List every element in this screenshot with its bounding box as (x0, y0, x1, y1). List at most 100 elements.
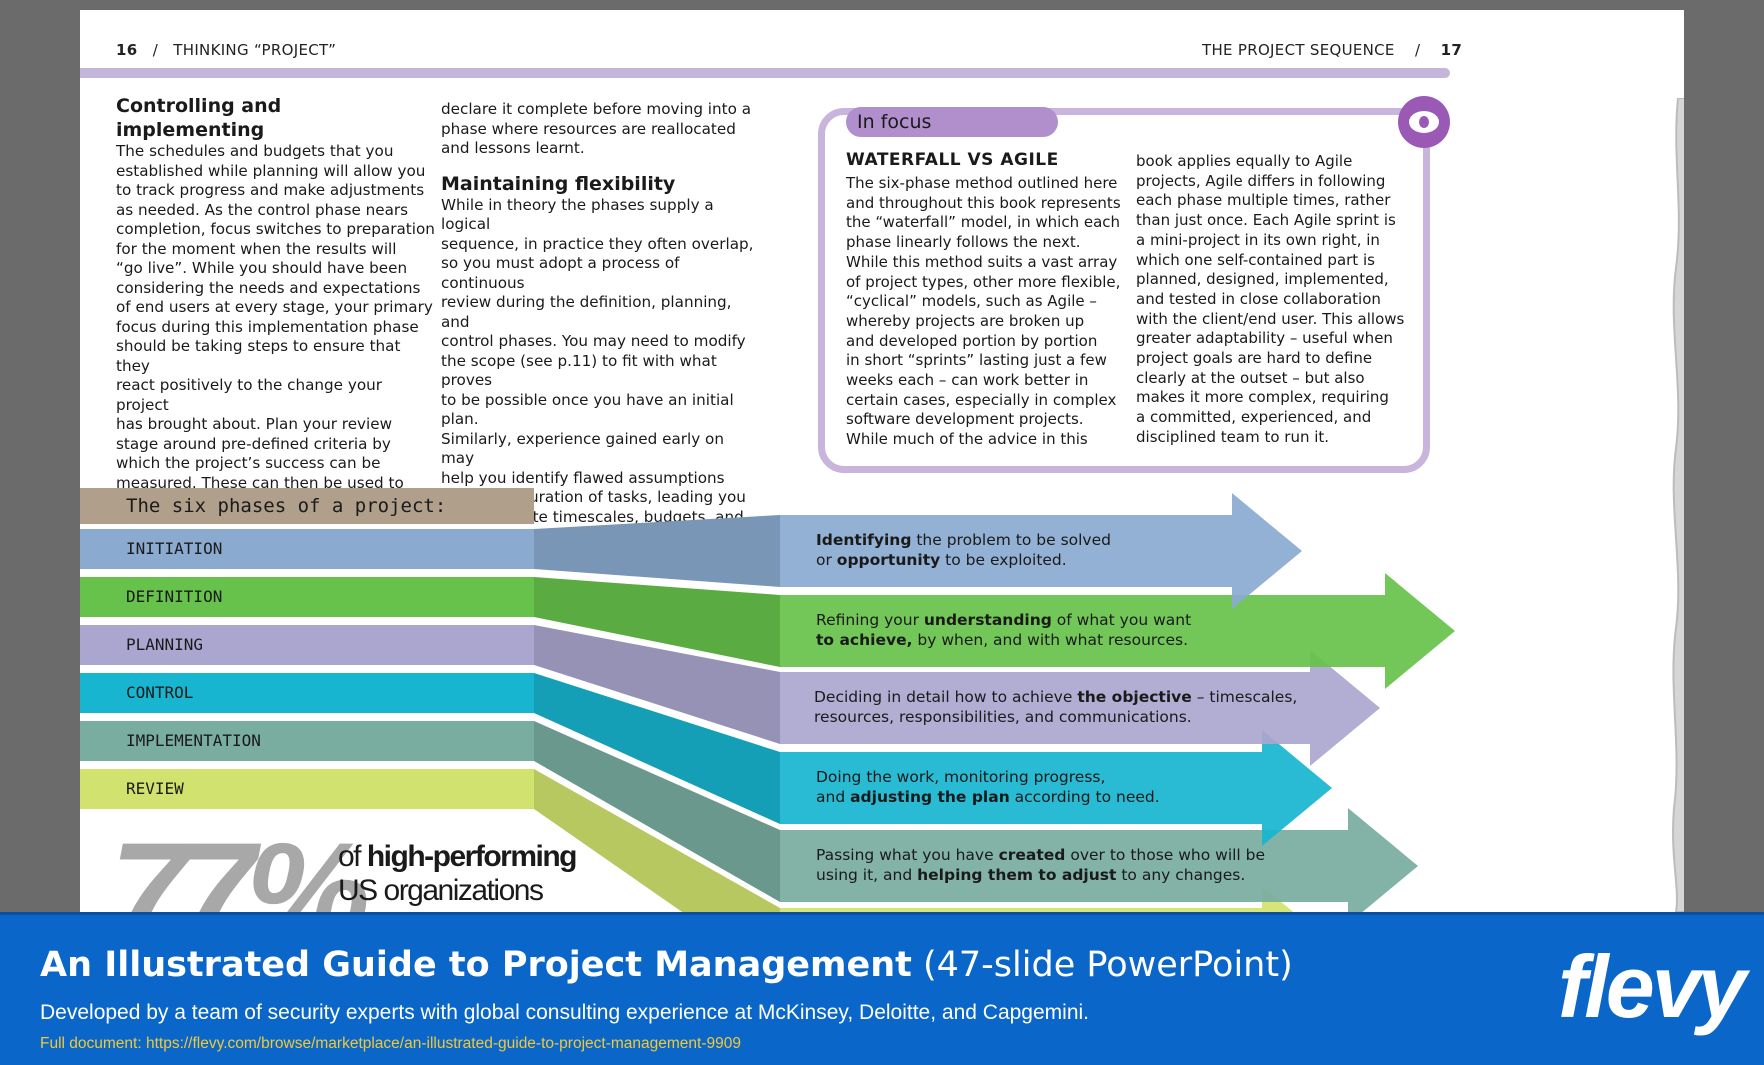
phase-description-part: created (998, 846, 1066, 864)
phase-connector (534, 769, 780, 912)
flexibility-line: Similarly, experience gained early on ma… (441, 429, 724, 468)
focus-left-line: the “waterfall” model, in which each (846, 213, 1121, 232)
phase-arrow (780, 886, 1294, 912)
controlling-line: has brought about. Plan your review (116, 415, 393, 433)
stat-caption-prefix: of (338, 840, 367, 873)
focus-left-line: of project types, other more flexible, (846, 272, 1121, 291)
focus-left-line: whereby projects are broken up (846, 311, 1085, 330)
in-focus-tab: In focus (846, 107, 1058, 137)
focus-right-line: with the client/end user. This allows (1136, 309, 1405, 328)
flexibility-line: While in theory the phases supply a logi… (441, 195, 714, 234)
left-running-header: 16 / THINKING “PROJECT” (116, 41, 336, 59)
banner-title: An Illustrated Guide to Project Manageme… (40, 943, 1293, 987)
phase-description-part: and (816, 788, 851, 806)
focus-right-line: a mini-project in its own right, in (1136, 230, 1380, 249)
phase-label-implementation: IMPLEMENTATION (80, 721, 534, 761)
right-running-header: THE PROJECT SEQUENCE / 17 (1202, 41, 1462, 59)
flexibility-line: help you identify flawed assumptions (441, 468, 725, 487)
body-continuation: declare it complete before moving into a… (441, 100, 761, 159)
focus-left-line: in short “sprints” lasting just a few (846, 351, 1107, 370)
right-section-title: THE PROJECT SEQUENCE (1202, 41, 1395, 59)
phase-description-part: using it, and (816, 866, 918, 884)
right-separator: / (1414, 41, 1421, 59)
left-page-number: 16 (116, 41, 138, 59)
phase-description-line: Doing the work, monitoring progress, (816, 767, 1160, 787)
phase-description-part: over to those who will be (1065, 846, 1266, 864)
flevy-logo[interactable]: flevy (1558, 937, 1747, 1036)
banner-document-link[interactable]: Full document: https://flevy.com/browse/… (40, 1035, 741, 1052)
phase-description-part: of what you want (1051, 611, 1192, 629)
controlling-line: focus during this implementation phase (116, 317, 419, 336)
phase-description-part: Identifying (816, 531, 912, 549)
flexibility-line: sequence, in practice they often overlap… (441, 234, 754, 253)
phase-connector (534, 577, 780, 667)
heading-controlling: Controlling and implementing (116, 95, 282, 141)
continuation-line: and lessons learnt. (441, 139, 585, 157)
controlling-line: to track progress and make adjustments (116, 181, 425, 199)
stat-percentage: 77% (110, 813, 370, 913)
right-page-number: 17 (1440, 41, 1463, 59)
phase-description-part: to achieve, (816, 631, 913, 649)
controlling-line: react positively to the change your proj… (116, 376, 382, 414)
banner-title-main: An Illustrated Guide to Project Manageme… (40, 945, 912, 985)
flexibility-line: review during the definition, planning, … (441, 293, 732, 331)
phase-connector (534, 625, 780, 744)
phase-description-line: Refining your understanding of what you … (816, 610, 1191, 630)
focus-left-line: “cyclical” models, such as Agile – (846, 292, 1097, 311)
banner-title-suffix: (47-slide PowerPoint) (911, 945, 1293, 985)
focus-left-line: The six-phase method outlined here (846, 174, 1118, 192)
column-flexibility: declare it complete before moving into a… (441, 100, 761, 547)
phase-description-part: understanding (923, 611, 1052, 629)
controlling-line: The schedules and budgets that you (116, 142, 394, 160)
controlling-line: which the project’s success can be (116, 454, 381, 472)
focus-right-line: which one self-contained part is (1136, 250, 1375, 269)
phase-arrow (780, 730, 1332, 846)
banner-subtitle: Developed by a team of security experts … (40, 1001, 1089, 1024)
controlling-line: as needed. As the control phase nears (116, 200, 409, 219)
phase-description-part: Deciding in detail how to achieve (814, 688, 1078, 706)
focus-right-line: disciplined team to run it. (1136, 427, 1330, 446)
phase-label-planning: PLANNING (80, 625, 534, 665)
controlling-line: “go live”. While you should have been (116, 259, 408, 277)
heading-flexibility: Maintaining flexibility (441, 172, 676, 195)
flexibility-line: so you must adopt a process of continuou… (441, 254, 680, 292)
phase-connector (534, 673, 780, 824)
page-curl-decoration (1672, 98, 1684, 912)
focus-left-line: phase linearly follows the next. (846, 233, 1081, 252)
phase-label-definition: DEFINITION (80, 577, 534, 617)
focus-right-line: greater adaptability – useful when (1136, 329, 1393, 348)
focus-right-line: than just once. Each Agile sprint is (1136, 211, 1396, 230)
phase-description-part: Refining your (816, 611, 924, 629)
focus-right-line: makes it more complex, requiring (1136, 388, 1389, 407)
focus-right-line: a committed, experienced, and (1136, 408, 1372, 427)
phase-description-line: to achieve, by when, and with what resou… (816, 630, 1191, 650)
phase-description-part: according to need. (1009, 788, 1160, 806)
phase-description: Passing what you have created over to th… (816, 845, 1265, 885)
document-page: 16 / THINKING “PROJECT” THE PROJECT SEQU… (80, 10, 1684, 912)
phase-description: Deciding in detail how to achieve the ob… (814, 687, 1297, 727)
in-focus-title: WATERFALL VS AGILE (846, 150, 1059, 170)
flexibility-line: to be possible once you have an initial … (441, 390, 734, 429)
phase-label-review: REVIEW (80, 769, 534, 809)
focus-left-line: While much of the advice in this (846, 430, 1088, 449)
controlling-line: of end users at every stage, your primar… (116, 298, 433, 316)
phase-connector (534, 515, 780, 587)
stat-caption-bold: high-performing (366, 840, 578, 873)
in-focus-box (818, 108, 1430, 473)
phase-description-part: – timescales, (1191, 688, 1298, 706)
phase-label-initiation: INITIATION (80, 529, 534, 569)
focus-right-line: book applies equally to Agile (1136, 152, 1353, 170)
controlling-line: completion, focus switches to preparatio… (116, 220, 435, 238)
phase-arrow (780, 493, 1302, 609)
phase-description-part: adjusting the plan (850, 788, 1010, 806)
phase-description-part: to be exploited. (940, 551, 1067, 569)
focus-right-line: project goals are hard to define (1136, 349, 1373, 368)
controlling-line: established while planning will allow yo… (116, 161, 426, 180)
focus-left-line: weeks each – can work better in (846, 371, 1089, 390)
focus-right-line: clearly at the outset – but also (1136, 368, 1365, 387)
promo-banner: An Illustrated Guide to Project Manageme… (0, 912, 1764, 1065)
phase-description-part: the objective (1077, 688, 1192, 706)
